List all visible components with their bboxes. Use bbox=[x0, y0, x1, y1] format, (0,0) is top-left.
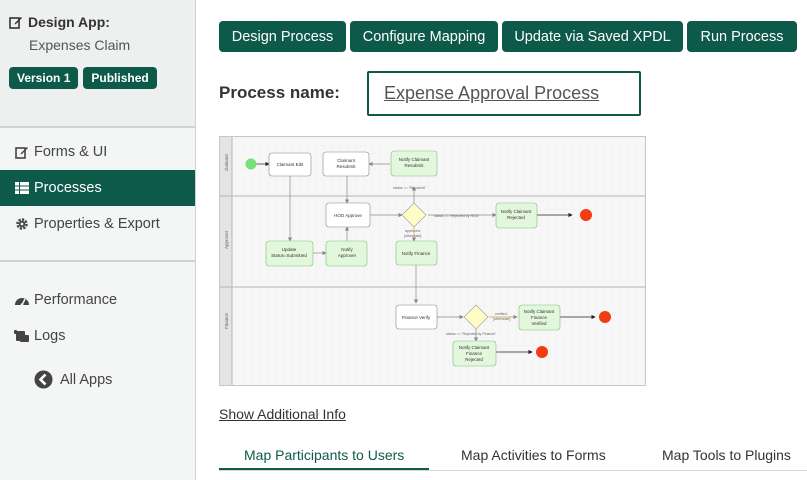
svg-text:Finance: Finance bbox=[531, 315, 548, 320]
sidebar-item-label: Logs bbox=[34, 328, 66, 344]
svg-text:Rejected: Rejected bbox=[465, 357, 483, 362]
diagram-canvas: claimant Approver Finance bbox=[220, 137, 645, 385]
svg-text:HOD Approve: HOD Approve bbox=[334, 213, 362, 218]
main-content: Design Process Configure Mapping Update … bbox=[196, 0, 807, 480]
tab-map-tools[interactable]: Map Tools to Plugins bbox=[662, 447, 791, 463]
process-diagram[interactable]: claimant Approver Finance bbox=[219, 136, 646, 386]
svg-text:Resubmit: Resubmit bbox=[336, 164, 356, 169]
badge-group: Version 1 Published bbox=[9, 67, 186, 89]
svg-text:Verified: Verified bbox=[531, 321, 547, 326]
svg-text:Finance Verify: Finance Verify bbox=[402, 315, 431, 320]
task-notify-finance-verified[interactable]: Notify Claimant Finance Verified bbox=[518, 304, 561, 331]
tab-map-activities[interactable]: Map Activities to Forms bbox=[461, 447, 606, 463]
end-event-icon[interactable] bbox=[580, 209, 592, 221]
svg-text:Notify Claimant: Notify Claimant bbox=[501, 209, 532, 214]
app-title-label: Design App: bbox=[28, 14, 110, 30]
lane-label-claimant: claimant bbox=[224, 153, 229, 171]
process-name-link[interactable]: Expense Approval Process bbox=[367, 71, 641, 116]
show-additional-info-link[interactable]: Show Additional Info bbox=[219, 406, 346, 422]
gear-icon bbox=[14, 217, 30, 231]
task-notify-approver[interactable]: Notify Approver bbox=[325, 240, 368, 267]
run-process-button[interactable]: Run Process bbox=[687, 21, 797, 52]
sidebar-item-label: Forms & UI bbox=[34, 144, 108, 160]
edge-label-otherwise: [otherwise] bbox=[404, 234, 421, 238]
design-process-button[interactable]: Design Process bbox=[219, 21, 346, 52]
end-event-icon[interactable] bbox=[599, 311, 611, 323]
version-badge[interactable]: Version 1 bbox=[9, 67, 79, 89]
arrow-left-circle-icon bbox=[34, 370, 53, 389]
svg-text:Approver: Approver bbox=[338, 253, 357, 258]
edge-label-resubmit: status == 'Resubmit' bbox=[393, 186, 426, 190]
svg-text:Claimant Edit: Claimant Edit bbox=[277, 162, 305, 167]
sidebar-item-forms-ui[interactable]: Forms & UI bbox=[0, 134, 195, 170]
task-finance-verify[interactable]: Finance Verify bbox=[395, 304, 438, 330]
gateway-hod[interactable] bbox=[401, 202, 427, 228]
sidebar: Design App: Expenses Claim Version 1 Pub… bbox=[0, 0, 196, 480]
svg-text:Notify: Notify bbox=[341, 247, 353, 252]
nav-divider bbox=[0, 260, 195, 262]
process-name-label: Process name: bbox=[219, 83, 340, 102]
sidebar-item-label: Processes bbox=[34, 180, 102, 196]
published-badge[interactable]: Published bbox=[83, 67, 157, 89]
process-toolbar: Design Process Configure Mapping Update … bbox=[219, 21, 797, 52]
lane-label-approver: Approver bbox=[224, 230, 229, 249]
connector-group bbox=[256, 161, 596, 355]
edge-label-approved: approved bbox=[405, 229, 420, 233]
update-via-saved-xpdl-button[interactable]: Update via Saved XPDL bbox=[502, 21, 683, 52]
configure-mapping-button[interactable]: Configure Mapping bbox=[350, 21, 498, 52]
svg-text:Rejected: Rejected bbox=[507, 215, 525, 220]
svg-text:Notify Claimant: Notify Claimant bbox=[399, 157, 430, 162]
svg-text:Update: Update bbox=[282, 247, 297, 252]
tab-map-participants[interactable]: Map Participants to Users bbox=[244, 447, 405, 463]
all-apps-label: All Apps bbox=[60, 371, 113, 388]
task-notify-claimant-rejected[interactable]: Notify Claimant Rejected bbox=[495, 202, 538, 229]
lane-header-strip bbox=[220, 137, 232, 385]
svg-text:Notify Finance: Notify Finance bbox=[402, 251, 431, 256]
task-claimant-edit[interactable]: Claimant Edit bbox=[268, 152, 312, 177]
svg-text:Resubmit: Resubmit bbox=[404, 163, 424, 168]
table-icon bbox=[14, 182, 30, 194]
logs-icon bbox=[14, 329, 30, 343]
edit-icon bbox=[9, 17, 22, 29]
sidebar-item-label: Properties & Export bbox=[34, 216, 160, 232]
task-hod-approve[interactable]: HOD Approve bbox=[325, 202, 371, 228]
mapping-tabs: Map Participants to Users Map Activities… bbox=[219, 437, 807, 471]
lane-label-finance: Finance bbox=[224, 312, 229, 329]
all-apps-link[interactable]: All Apps bbox=[0, 370, 195, 389]
app-title: Design App: bbox=[9, 14, 186, 30]
task-notify-finance-rejected[interactable]: Notify Claimant Finance Rejected bbox=[452, 340, 497, 367]
sidebar-item-properties-export[interactable]: Properties & Export bbox=[0, 206, 195, 242]
sidebar-item-label: Performance bbox=[34, 292, 118, 308]
svg-text:Status=Submitted: Status=Submitted bbox=[271, 253, 307, 258]
sidebar-item-processes[interactable]: Processes bbox=[0, 170, 195, 206]
task-claimant-resubmit[interactable]: Claimant Resubmit bbox=[322, 151, 370, 177]
active-tab-indicator bbox=[219, 468, 429, 470]
svg-text:Claimant: Claimant bbox=[337, 158, 356, 163]
sidebar-nav: Forms & UI Processes bbox=[0, 128, 195, 354]
edge-label-otherwise: [otherwise] bbox=[493, 317, 510, 321]
svg-text:Finance: Finance bbox=[466, 351, 483, 356]
app-header: Design App: Expenses Claim Version 1 Pub… bbox=[0, 0, 195, 128]
app-name: Expenses Claim bbox=[29, 37, 131, 53]
end-event-icon[interactable] bbox=[536, 346, 548, 358]
edit-icon bbox=[14, 145, 30, 159]
sidebar-item-logs[interactable]: Logs bbox=[0, 318, 195, 354]
svg-text:Notify Claimant: Notify Claimant bbox=[459, 345, 490, 350]
edge-label-rejected-finance: status == 'Rejected by Finance' bbox=[446, 332, 496, 336]
start-event-icon[interactable] bbox=[245, 158, 257, 170]
edge-label-rejected-hod: status == 'Rejected by HOD' bbox=[434, 214, 479, 218]
task-update-status[interactable]: Update Status=Submitted bbox=[265, 240, 314, 267]
task-notify-finance[interactable]: Notify Finance bbox=[395, 240, 438, 266]
sidebar-item-performance[interactable]: Performance bbox=[0, 282, 195, 318]
task-notify-claimant-resubmit[interactable]: Notify Claimant Resubmit bbox=[390, 150, 438, 177]
dashboard-icon bbox=[14, 294, 30, 306]
gateway-finance[interactable] bbox=[463, 304, 489, 330]
edge-label-verified: verified bbox=[495, 312, 507, 316]
svg-text:Notify Claimant: Notify Claimant bbox=[524, 309, 555, 314]
